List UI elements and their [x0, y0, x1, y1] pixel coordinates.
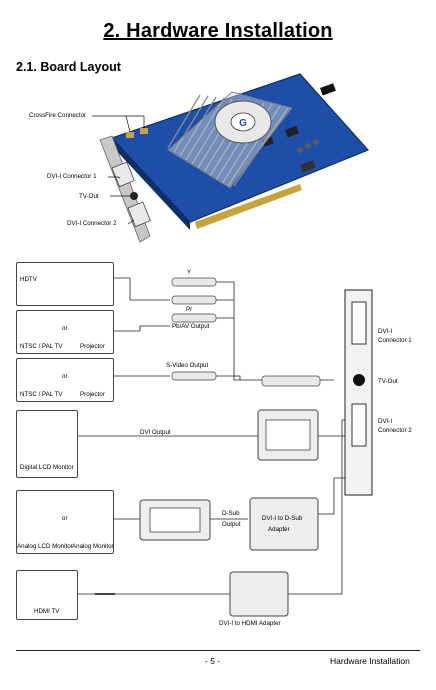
- or-label: or: [62, 325, 68, 332]
- page-number: - 5 -: [205, 656, 221, 666]
- analog-monitor-box: [16, 490, 114, 554]
- chip-component: [285, 125, 300, 138]
- bracket-dvi2-label-b: Connector 2: [378, 427, 412, 434]
- fan-hub: [230, 112, 256, 132]
- section-heading: 2.1. Board Layout: [16, 60, 121, 74]
- tv-out-port: [130, 192, 138, 200]
- dvi-to-dsub-adapter: [249, 497, 319, 551]
- dsub-output-label-1: D-Sub: [222, 510, 240, 517]
- component-cables: [171, 277, 217, 323]
- dvi-output-label: DVI Output: [140, 429, 171, 436]
- tv-out-cable-plug: [261, 375, 321, 387]
- board-leader-lines: [92, 115, 145, 225]
- hdtv-box: [16, 262, 114, 306]
- hdtv-label: HDTV: [20, 276, 37, 283]
- analog-monitor-label: Analog Monitor: [72, 543, 114, 550]
- pci-e-edge-connector: [195, 184, 302, 229]
- page-title: 2. Hardware Installation: [103, 20, 333, 42]
- capacitor: [313, 139, 319, 145]
- digital-lcd-label: Digital LCD Monitor: [20, 464, 74, 471]
- pr-label: Pr: [186, 306, 193, 313]
- footer-section: Hardware Installation: [330, 656, 410, 666]
- or-label: or: [62, 515, 68, 522]
- crossfire-connector-b: [140, 128, 148, 134]
- footer-rule: [16, 650, 420, 651]
- bracket-dvi1-label-b: Connector 1: [378, 337, 412, 344]
- ntsc-label-1: NTSC / PAL TV: [20, 343, 63, 350]
- dvi1-label: DVI-I Connector 1: [47, 173, 97, 180]
- dvi-to-hdmi-label: DVI-I to HDMI Adapter: [219, 620, 281, 627]
- capacitor: [305, 143, 311, 149]
- svideo-cable: [171, 371, 217, 381]
- chip-component: [300, 160, 316, 173]
- dvi-to-dsub-label-2: Adapter: [268, 526, 290, 533]
- power-connector: [319, 83, 336, 96]
- or-label: or: [62, 373, 68, 380]
- pb-av-output-label: Pb/AV Output: [172, 323, 210, 330]
- chip-component: [262, 136, 274, 147]
- y-label: Y: [187, 269, 192, 276]
- dsub-output-label-2: Output: [222, 521, 241, 528]
- crossfire-connector-a: [126, 132, 134, 138]
- bracket-dvi2-label-a: DVI-I: [378, 418, 393, 425]
- dvi-cable-connector: [257, 409, 319, 461]
- analog-lcd-label: Analog LCD Monitor: [17, 543, 73, 550]
- digital-lcd-box: [16, 410, 78, 478]
- dsub-cable-connector: [139, 499, 211, 541]
- dvi-to-hdmi-adapter: [229, 571, 289, 617]
- svideo-output-label: S-Video Output: [166, 362, 209, 369]
- ntsc-label-2: NTSC / PAL TV: [20, 391, 63, 398]
- projector-label-2: Projector: [80, 391, 105, 398]
- pcb-edge: [112, 138, 190, 230]
- dvi-to-dsub-label-1: DVI-I to D-Sub: [262, 515, 303, 522]
- bracket-dvi1-label-a: DVI-I: [378, 328, 393, 335]
- ntsc-projector-box-1: [16, 310, 114, 354]
- hdmi-tv-box: [16, 570, 78, 620]
- dvi2-label: DVI-I Connector 2: [67, 220, 117, 227]
- projector-label-1: Projector: [80, 343, 105, 350]
- hdmi-tv-label: HDMI TV: [34, 608, 60, 615]
- bracket-tvout-label: TV-Out: [378, 378, 398, 385]
- tvout-label: TV-Out: [79, 193, 99, 200]
- crossfire-label: CrossFire Connector: [29, 112, 87, 119]
- ntsc-projector-box-2: [16, 358, 114, 402]
- capacitor: [297, 147, 303, 153]
- card-bracket: [344, 289, 373, 496]
- brand-logo: G: [239, 118, 247, 129]
